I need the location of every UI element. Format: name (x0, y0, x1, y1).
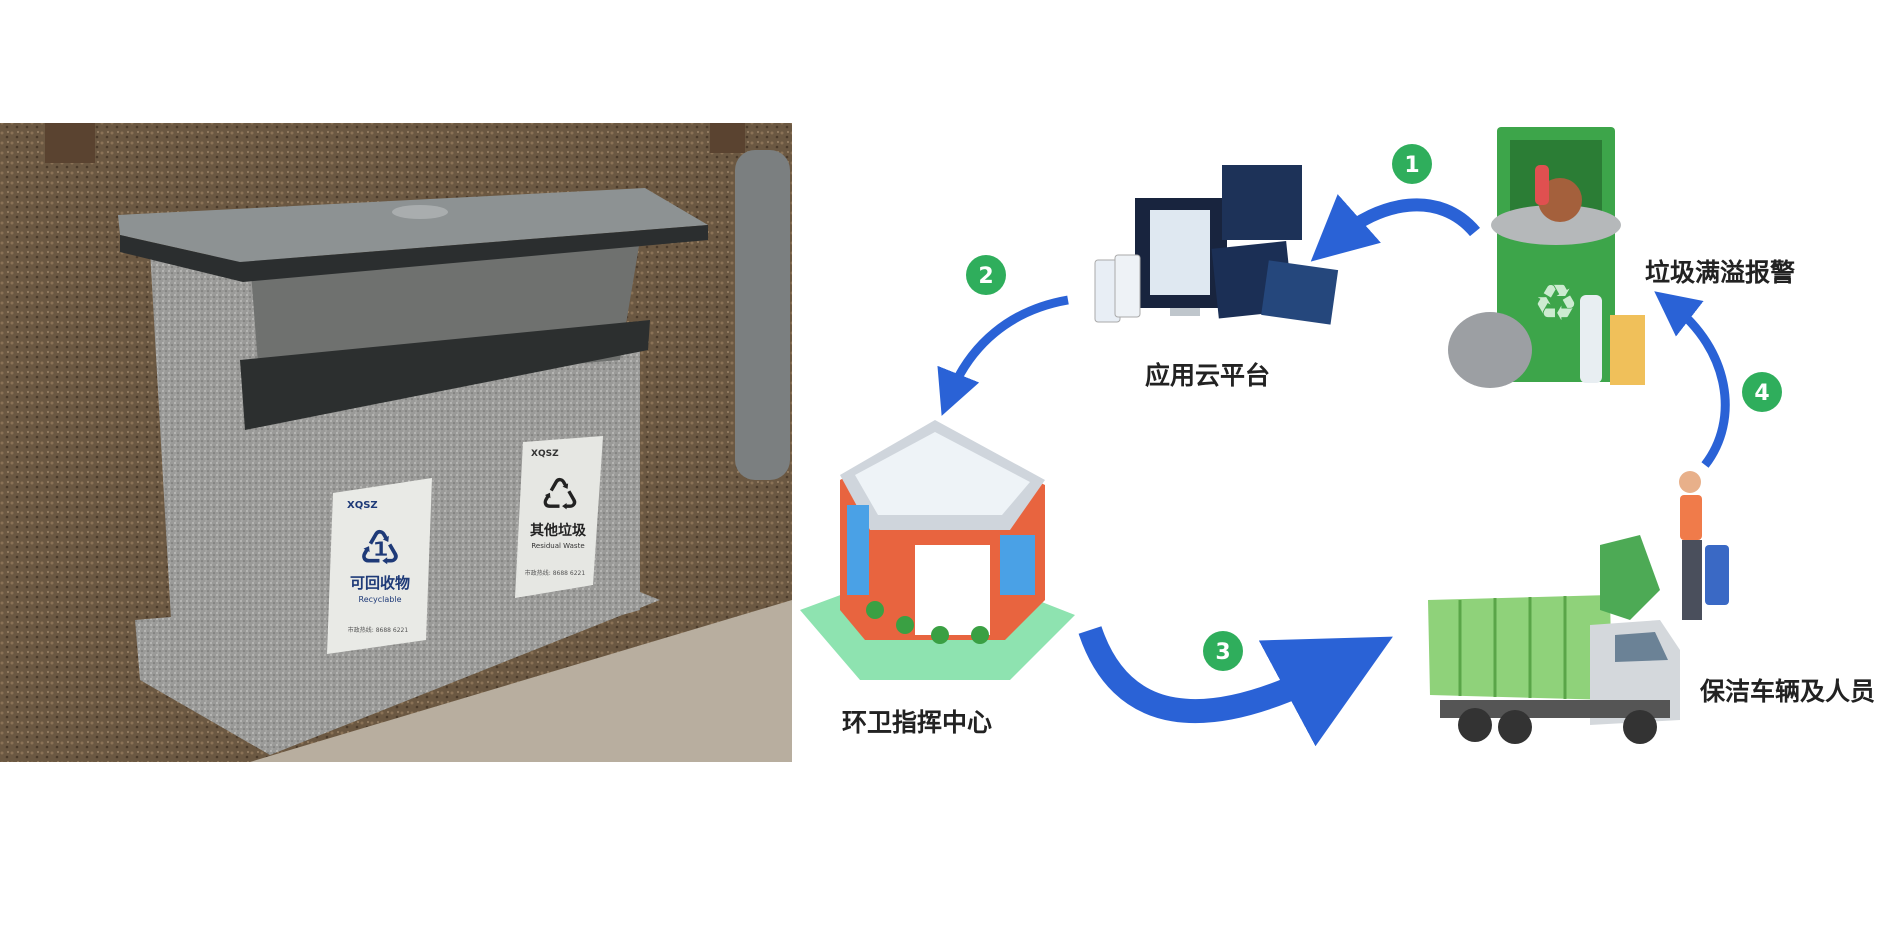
arrow-step-1 (1310, 194, 1480, 262)
bin-opening-frame (240, 320, 650, 430)
node-label: 垃圾满溢报警 (1645, 258, 1795, 287)
node-overflow-alarm: ♻ 垃圾满溢报警 (1448, 127, 1795, 388)
node-cleaning-vehicles: 保洁车辆及人员 (1428, 471, 1875, 744)
tree-trunk (45, 123, 95, 163)
step-number: 2 (978, 264, 993, 289)
svg-text:♻: ♻ (1534, 274, 1579, 332)
command-center-building-icon (800, 420, 1075, 680)
trash-bin-photo: XQSZ ♳ 可回收物 Recyclable 市政热线: 8688 6221 X… (0, 123, 792, 762)
recycle-icon: ♺ (540, 470, 579, 521)
overflowing-bin-icon: ♻ (1448, 127, 1645, 388)
arrow-step-3 (1078, 626, 1393, 747)
node-cloud-platform: 应用云平台 (1094, 165, 1339, 390)
sign-hotline: 市政热线: 8688 6221 (348, 626, 409, 634)
step-number: 1 (1404, 153, 1419, 178)
sign-title-en: Recyclable (359, 595, 402, 604)
garbage-truck-worker-icon (1428, 471, 1729, 744)
tree-trunk (710, 123, 745, 153)
bin-lid (118, 188, 708, 262)
sign-title-cn: 其他垃圾 (530, 522, 587, 539)
step-badge-2: 2 (966, 255, 1006, 295)
sign-title-cn: 可回收物 (350, 574, 410, 592)
bin-lid-edge (120, 225, 708, 282)
sign-recyclable: XQSZ ♳ 可回收物 Recyclable 市政热线: 8688 6221 (327, 478, 432, 654)
arrow-step-4 (1654, 291, 1730, 468)
step-number: 3 (1215, 640, 1230, 665)
node-label: 应用云平台 (1145, 361, 1270, 390)
pavement (250, 600, 792, 762)
sign-brand: XQSZ (531, 449, 559, 459)
step-number: 4 (1754, 381, 1769, 406)
recycle-icon: ♳ (358, 521, 401, 577)
sign-brand: XQSZ (347, 500, 378, 511)
node-command-center: 环卫指挥中心 (800, 420, 1075, 737)
node-label: 保洁车辆及人员 (1699, 677, 1875, 706)
metal-post (735, 150, 790, 480)
step-badge-4: 4 (1742, 372, 1782, 412)
sign-title-en: Residual Waste (531, 542, 584, 550)
step-badge-3: 3 (1203, 631, 1243, 671)
ashtray-hole (392, 205, 448, 219)
arrow-step-2 (937, 295, 1069, 416)
sign-hotline: 市政热线: 8688 6221 (525, 569, 586, 577)
sign-residual: XQSZ ♺ 其他垃圾 Residual Waste 市政热线: 8688 62… (515, 436, 603, 598)
cloud-platform-screens-icon (1094, 165, 1339, 325)
node-label: 环卫指挥中心 (842, 708, 992, 737)
step-badge-1: 1 (1392, 144, 1432, 184)
smart-sanitation-cycle-diagram: 应用云平台 ♻ 垃圾满溢报警 (800, 127, 1875, 747)
